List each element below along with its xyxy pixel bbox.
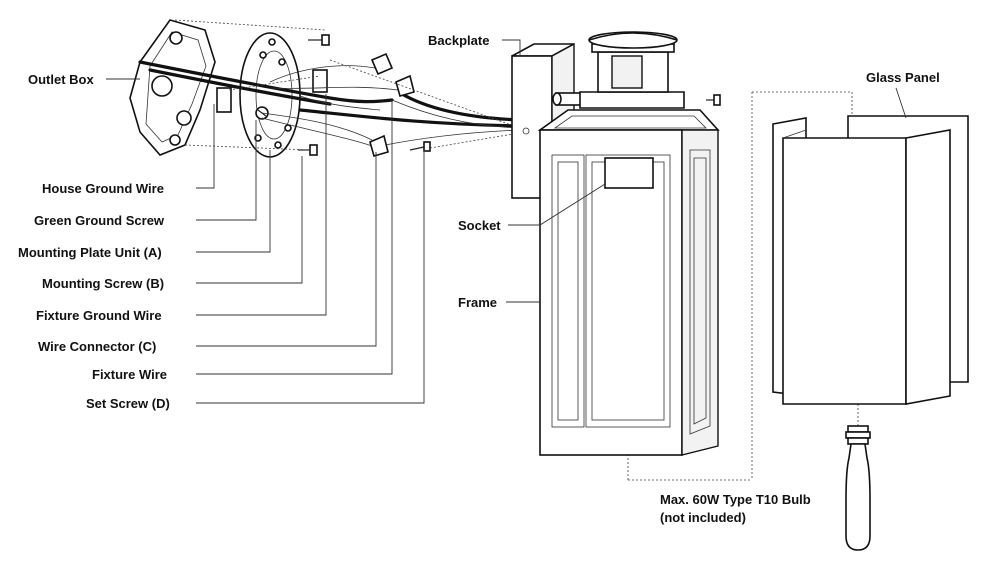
label-wire-connector: Wire Connector (C) [38, 339, 156, 354]
lantern-frame [537, 109, 720, 456]
mounting-screw-top [308, 34, 330, 46]
label-mounting-plate-unit: Mounting Plate Unit (A) [18, 245, 162, 260]
label-set-screw: Set Screw (D) [86, 396, 170, 411]
label-mounting-screw: Mounting Screw (B) [42, 276, 164, 291]
label-house-ground-wire: House Ground Wire [42, 181, 164, 196]
label-backplate: Backplate [428, 33, 489, 48]
mounting-screw-bottom [298, 144, 318, 156]
label-bulb-line2: (not included) [660, 510, 746, 525]
outlet-box [129, 19, 216, 156]
label-socket: Socket [458, 218, 501, 233]
mounting-plate [216, 32, 328, 158]
label-outlet-box: Outlet Box [28, 72, 94, 87]
glass-panels [772, 115, 969, 405]
label-bulb-line1: Max. 60W Type T10 Bulb [660, 492, 811, 507]
label-green-ground-screw: Green Ground Screw [34, 213, 165, 228]
set-screw [409, 141, 431, 152]
wire-connectors [369, 52, 415, 157]
label-fixture-wire: Fixture Wire [92, 367, 167, 382]
t10-bulb [845, 425, 871, 551]
leader-lines [106, 39, 907, 404]
label-frame: Frame [458, 295, 497, 310]
label-fixture-ground-wire: Fixture Ground Wire [36, 308, 162, 323]
wires [138, 60, 522, 149]
label-glass-panel: Glass Panel [866, 70, 940, 85]
backplate-screw [706, 94, 721, 106]
socket [604, 157, 654, 189]
motion-sensor [552, 31, 685, 109]
